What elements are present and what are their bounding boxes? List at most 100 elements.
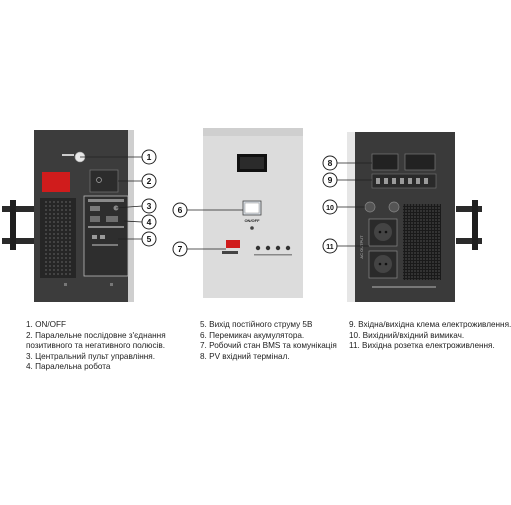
screw-2 xyxy=(110,283,113,286)
center-top xyxy=(203,128,303,136)
usb-port-2 xyxy=(100,235,105,239)
legend-column-3: 9. Вхідна/вихідна клема електроживлення.… xyxy=(349,320,511,352)
callout-number: 3 xyxy=(147,201,152,211)
control-panel xyxy=(89,169,119,193)
callout-11: 11 xyxy=(322,238,338,254)
usb-caption xyxy=(92,244,118,246)
legend-item: 7. Робочий стан BMS та комунікація xyxy=(200,341,337,351)
callout-number: 7 xyxy=(178,244,183,254)
right-body-edge xyxy=(347,132,357,302)
left-handle-bar xyxy=(10,200,16,250)
left-device-view xyxy=(2,130,134,302)
right-handle-bar xyxy=(472,200,478,250)
callout-7: 7 xyxy=(172,241,188,257)
center-device-view: ON/OFF xyxy=(203,128,303,298)
callout-circle xyxy=(141,173,157,189)
fan-grille-dots xyxy=(43,201,73,275)
callout-8: 8 xyxy=(322,155,338,171)
input-breaker xyxy=(388,201,400,213)
callout-2: 2 xyxy=(141,173,157,189)
device-illustration: ON/OFF xyxy=(2,128,482,302)
callout-3: 3 xyxy=(141,198,157,214)
terminal-3 xyxy=(275,245,281,251)
left-leaders xyxy=(80,156,143,240)
control-knob xyxy=(96,177,102,183)
ac-output-label: AC OUTPUT xyxy=(359,235,364,259)
left-handle-bottom xyxy=(2,238,36,244)
callout-5: 5 xyxy=(141,231,157,247)
callout-number: 11 xyxy=(326,244,334,251)
parallel-caption xyxy=(88,226,124,228)
legend-item: 5. Вихід постійного струму 5В xyxy=(200,320,313,329)
center-leaders xyxy=(187,209,243,250)
callout-1: 1 xyxy=(141,149,157,165)
callout-circle xyxy=(141,214,157,230)
center-power-button xyxy=(250,226,254,230)
left-body-edge xyxy=(128,130,134,302)
parallel-module-box xyxy=(83,195,129,277)
red-series-switch xyxy=(42,172,70,192)
output-breaker xyxy=(364,201,376,213)
legend-item: 8. PV вхідний термінал. xyxy=(200,351,290,361)
pv-terminal-b xyxy=(404,153,436,171)
callout-number: 6 xyxy=(178,205,183,215)
callout-number: 2 xyxy=(147,176,152,186)
legend-item: 9. Вхідна/вихідна клема електроживлення. xyxy=(349,320,511,329)
legend-item: 4. Паралельна робота xyxy=(26,362,111,372)
legend-item: 2. Паралельне послідовне з'єднання xyxy=(26,330,166,340)
lcd-screen xyxy=(244,202,260,214)
callout-circle xyxy=(172,241,188,257)
callout-number: 8 xyxy=(328,158,333,168)
callout-6: 6 xyxy=(172,202,188,218)
legend-column-2: 5. Вихід постійного струму 5В 6. Перемик… xyxy=(200,320,337,362)
callout-number: 10 xyxy=(326,205,334,212)
right-caption xyxy=(372,286,436,288)
terminal-2 xyxy=(265,245,271,251)
terminal-block-contacts xyxy=(376,178,428,184)
callout-circle xyxy=(172,202,188,218)
callout-number: 5 xyxy=(147,234,152,244)
legend-item: 1. ON/OFF xyxy=(26,320,67,329)
legend-item: 3. Центральний пульт управління. xyxy=(26,351,155,361)
power-label-mark xyxy=(62,154,74,156)
screw-1 xyxy=(64,283,67,286)
right-vent-grille xyxy=(403,204,441,280)
callout-circle xyxy=(141,231,157,247)
callout-circle xyxy=(141,149,157,165)
callout-circle xyxy=(322,172,338,188)
legend-item: 11. Вихідна розетка електроживлення. xyxy=(349,341,495,351)
callout-10: 10 xyxy=(322,199,338,215)
callout-4: 4 xyxy=(141,214,157,230)
terminal-caption xyxy=(254,254,292,256)
handle-slot-inner xyxy=(240,157,264,169)
on-off-label: ON/OFF xyxy=(244,218,260,223)
callout-markers: 1 2 3 4 5 6 7 8 9 10 11 xyxy=(141,149,338,257)
legend-column-1: 1. ON/OFF 2. Паралельне послідовне з'єдн… xyxy=(26,320,166,373)
ac-outlet-1-face xyxy=(374,223,392,241)
callout-number: 9 xyxy=(328,175,333,185)
bms-indicators xyxy=(222,251,238,254)
callout-circle xyxy=(322,199,338,215)
parallel-module-label xyxy=(88,199,124,202)
right-device-view: AC OUTPUT xyxy=(347,132,482,302)
left-handle-top xyxy=(2,206,36,212)
right-handle-bottom xyxy=(456,238,482,244)
callout-number: 1 xyxy=(147,152,152,162)
legend-item: позитивного та негативного полюсів. xyxy=(26,341,165,351)
battery-switch xyxy=(226,240,240,248)
pv-terminal-a xyxy=(371,153,399,171)
callout-circle xyxy=(141,198,157,214)
callout-9: 9 xyxy=(322,172,338,188)
parallel-port-b xyxy=(106,216,118,222)
legend-item: 6. Перемикач акумулятора. xyxy=(200,330,305,340)
callout-number: 4 xyxy=(147,217,152,227)
terminal-4 xyxy=(285,245,291,251)
right-handle-top xyxy=(456,206,482,212)
rs485-port xyxy=(90,206,100,211)
terminal-1 xyxy=(255,245,261,251)
ac-outlet-2-face xyxy=(374,255,392,273)
usb-port-1 xyxy=(92,235,97,239)
legend-item: 10. Вихідний/вхідний вимикач. xyxy=(349,330,465,340)
callout-circle xyxy=(322,155,338,171)
parallel-port-a xyxy=(90,216,100,222)
